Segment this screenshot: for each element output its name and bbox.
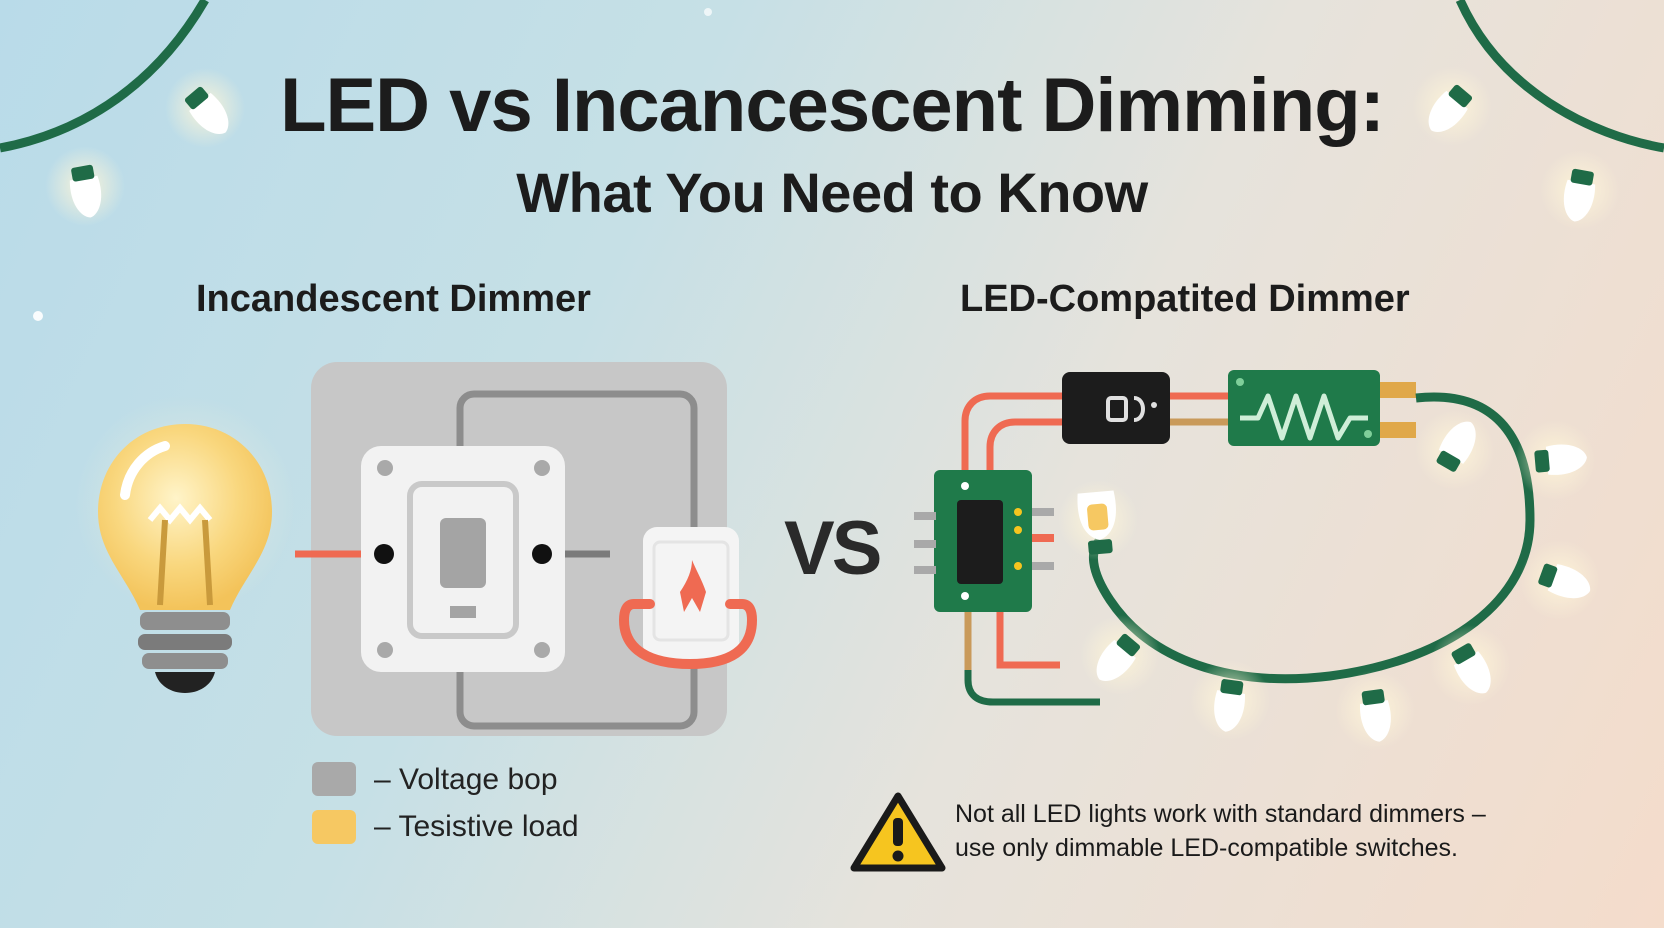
string-lights-top-right — [1395, 0, 1664, 237]
driver-module-icon — [1062, 372, 1170, 444]
legend-label-load: – Tesistive load — [374, 810, 579, 843]
microchip-icon — [914, 470, 1054, 612]
warning-icon — [850, 792, 946, 872]
warning-text-line2: use only dimmable LED-compatible switche… — [955, 834, 1458, 862]
string-lights-icon — [1058, 392, 1612, 756]
dimmer-switch-icon — [295, 362, 727, 736]
light-bulb-icon — [75, 395, 295, 693]
led-heading: LED-Compatited Dimmer — [960, 278, 1410, 320]
legend-swatch-load — [312, 810, 356, 844]
string-lights-top-left — [0, 0, 262, 233]
vs-label: VS — [784, 506, 882, 591]
page-title: LED vs Incancescent Dimming: — [280, 63, 1385, 148]
resistor-icon — [1228, 370, 1416, 446]
plug-icon — [618, 527, 758, 670]
page-subtitle: What You Need to Know — [516, 161, 1148, 224]
wiring — [961, 392, 1228, 706]
legend-swatch-voltage — [312, 762, 356, 796]
incandescent-heading: Incandescent Dimmer — [196, 278, 591, 320]
warning-text-line1: Not all LED lights work with standard di… — [955, 800, 1486, 828]
legend-label-voltage: – Voltage bop — [374, 763, 558, 796]
